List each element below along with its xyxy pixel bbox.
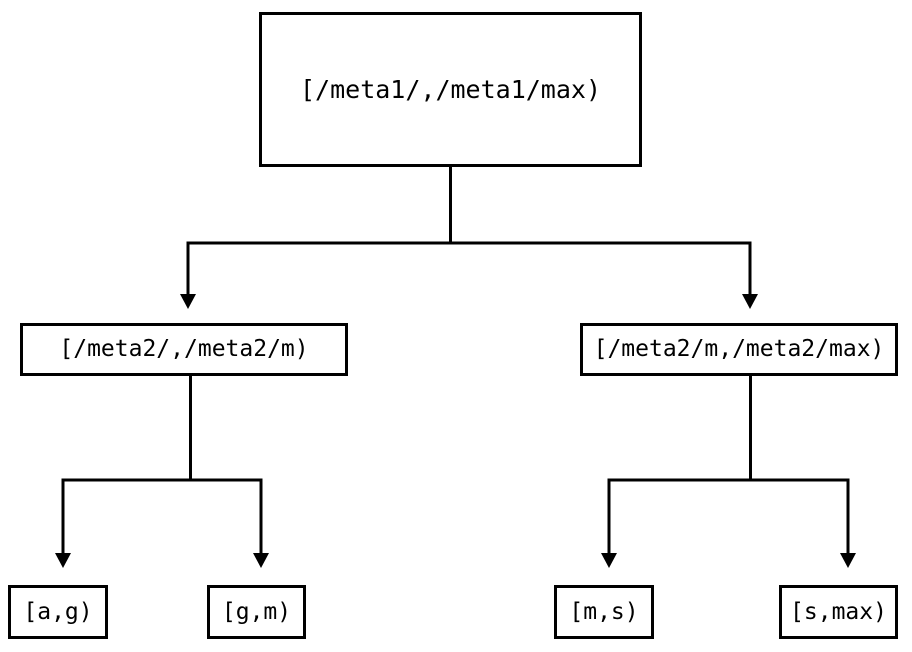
edge-root-to-level1 <box>180 166 758 309</box>
tree-node-mid-right-label: [/meta2/m,/meta2/max) <box>593 336 885 362</box>
tree-node-root-label: [/meta1/,/meta1/max) <box>299 75 602 104</box>
arrowhead-icon-leaf-ms <box>601 553 617 568</box>
tree-node-leaf-ag[interactable]: [a,g) <box>8 585 108 639</box>
tree-node-leaf-ms-label: [m,s) <box>569 598 639 625</box>
tree-node-leaf-gm[interactable]: [g,m) <box>207 585 306 639</box>
tree-node-root[interactable]: [/meta1/,/meta1/max) <box>259 12 642 167</box>
tree-node-leaf-ag-label: [a,g) <box>23 598 93 625</box>
arrowhead-icon-mid-left <box>180 294 196 309</box>
tree-node-mid-right[interactable]: [/meta2/m,/meta2/max) <box>580 323 898 376</box>
edge-midleft-to-leaves <box>55 376 269 568</box>
tree-node-mid-left-label: [/meta2/,/meta2/m) <box>59 336 309 362</box>
arrowhead-icon-leaf-gm <box>253 553 269 568</box>
arrowhead-icon-leaf-ag <box>55 553 71 568</box>
arrowhead-icon-mid-right <box>742 294 758 309</box>
tree-node-leaf-ms[interactable]: [m,s) <box>554 585 654 639</box>
arrowhead-icon-leaf-smax <box>840 553 856 568</box>
tree-node-leaf-smax-label: [s,max) <box>790 598 887 625</box>
tree-node-leaf-gm-label: [g,m) <box>221 598 292 625</box>
edge-midright-to-leaves <box>601 376 856 568</box>
tree-node-leaf-smax[interactable]: [s,max) <box>779 585 898 639</box>
tree-node-mid-left[interactable]: [/meta2/,/meta2/m) <box>20 323 348 376</box>
